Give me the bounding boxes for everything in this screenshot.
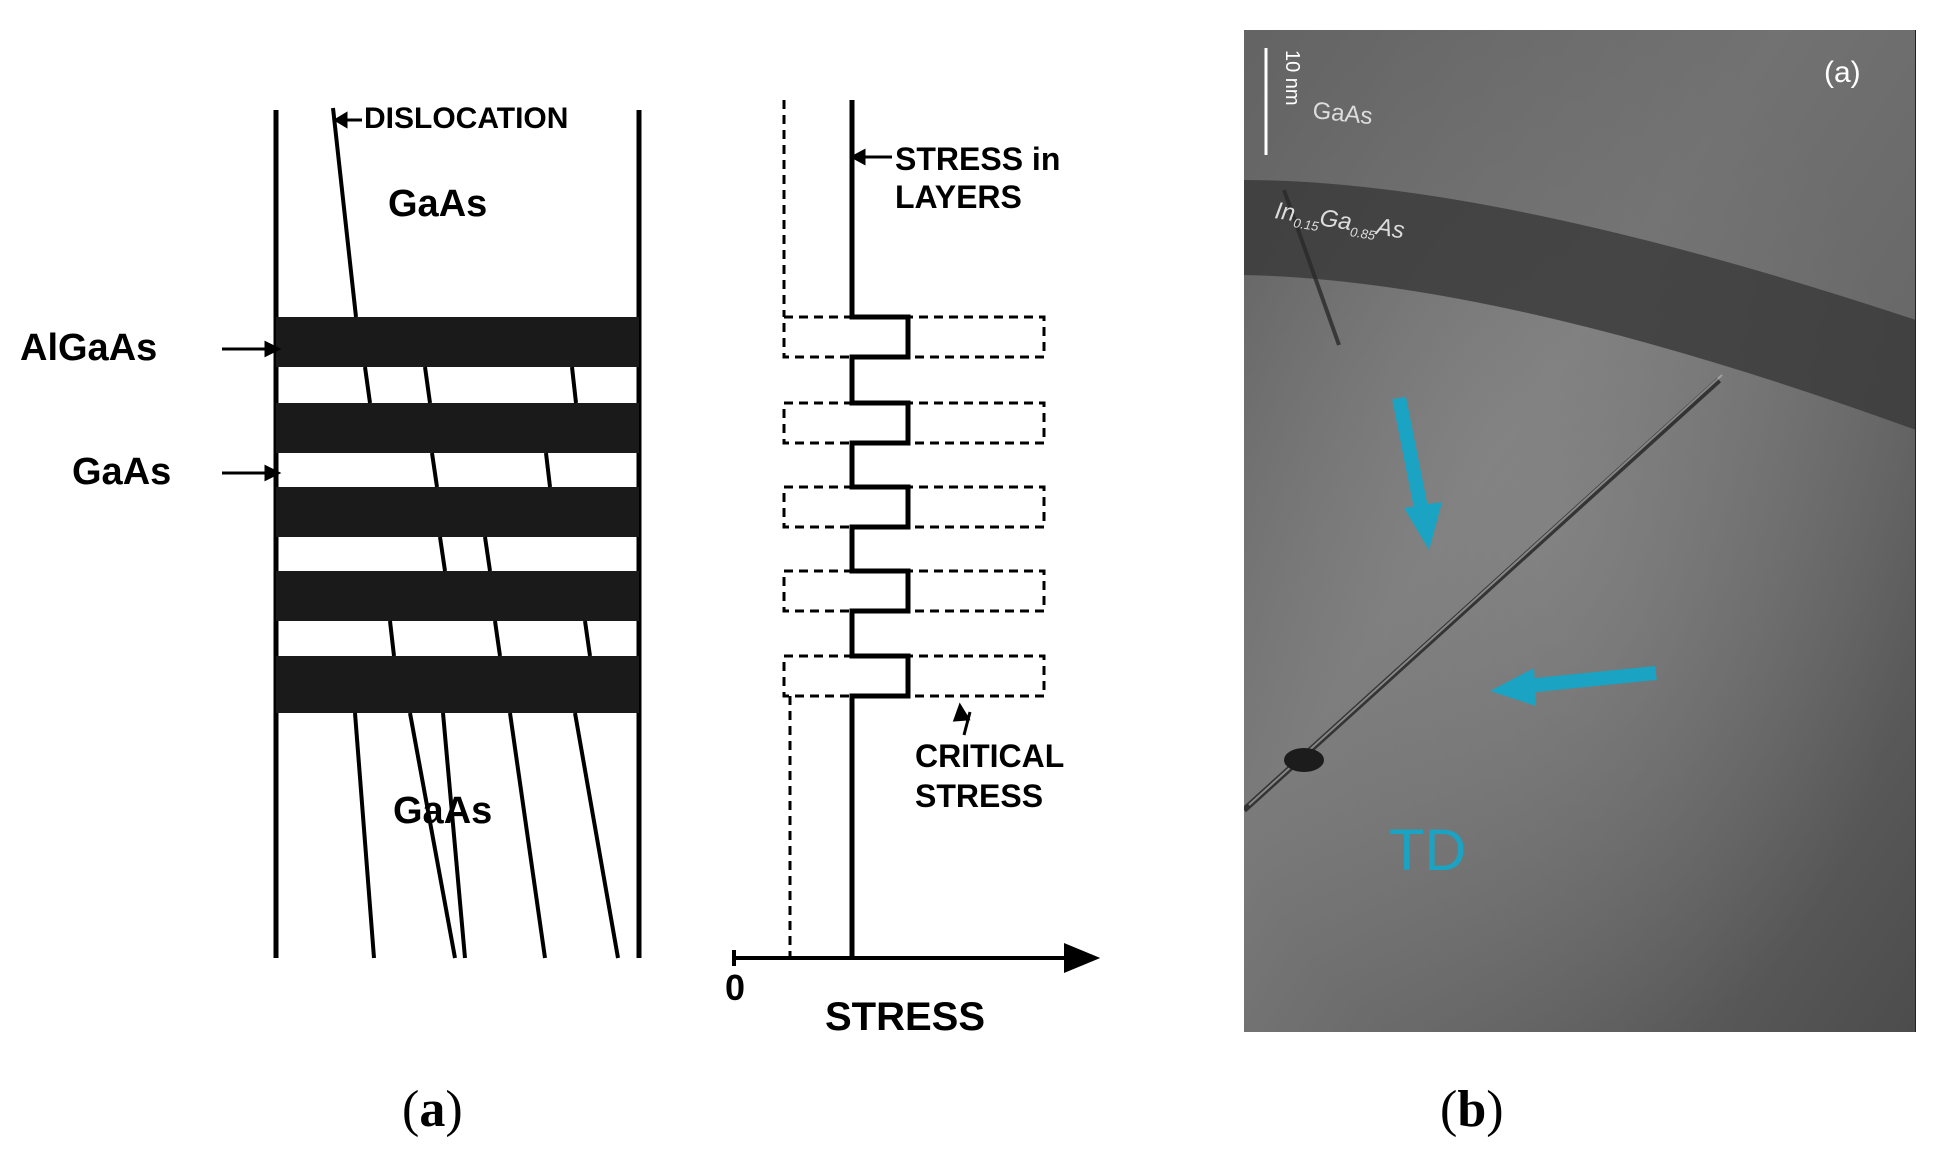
dislocation-seg bbox=[423, 366, 432, 404]
stress-layers-label-2: LAYERS bbox=[895, 179, 1022, 215]
dislocation-seg bbox=[544, 452, 552, 488]
inset-tag: (a) bbox=[1824, 56, 1861, 89]
dislocation-seg bbox=[363, 366, 372, 404]
algaas-layer-2 bbox=[276, 403, 639, 453]
panel-a-diagram: DISLOCATION GaAs AlGaAs GaAs GaAs STRESS… bbox=[20, 100, 1101, 1039]
dislocation-seg bbox=[583, 620, 592, 657]
stress-layers-label-1: STRESS in bbox=[895, 141, 1060, 177]
dislocation-streak-short bbox=[1282, 189, 1341, 346]
gaas-label: GaAs bbox=[1311, 97, 1374, 130]
dislocation-bottom bbox=[408, 712, 457, 959]
arrow-left-icon bbox=[1490, 666, 1657, 706]
dislocation-seg bbox=[388, 620, 396, 657]
algaas-layer-3 bbox=[276, 487, 639, 537]
stress-in-layers-line bbox=[849, 100, 911, 958]
stress-axis bbox=[732, 943, 1101, 973]
ingaas-label: In0.15Ga0.85As bbox=[1273, 197, 1407, 247]
critical-stress-profile bbox=[782, 100, 1046, 958]
dislocation-seg bbox=[570, 366, 578, 404]
dislocation-seg bbox=[430, 452, 439, 488]
arrow-down-icon bbox=[1392, 396, 1442, 550]
algaas-layer-5 bbox=[276, 656, 639, 713]
algaas-layers bbox=[276, 317, 639, 713]
dislocation-seg bbox=[438, 536, 447, 572]
td-label: TD bbox=[1389, 818, 1466, 883]
dislocation-bottom bbox=[353, 712, 376, 959]
dislocation-top bbox=[331, 107, 358, 318]
ingaas-band bbox=[1244, 180, 1916, 430]
dislocation-bottom bbox=[508, 712, 547, 959]
label-pointers bbox=[222, 111, 362, 482]
algaas-label: AlGaAs bbox=[20, 327, 157, 369]
gaas-bottom-label: GaAs bbox=[393, 790, 492, 832]
dislocation-lines bbox=[331, 107, 620, 959]
caption-a-letter: a bbox=[419, 1081, 446, 1138]
caption-b: (b) bbox=[1440, 1081, 1504, 1138]
dislocation-seg bbox=[483, 536, 492, 572]
dislocation-bottom bbox=[573, 712, 620, 959]
algaas-layer-4 bbox=[276, 571, 639, 621]
dislocation-label: DISLOCATION bbox=[364, 102, 568, 135]
stress-pointers bbox=[849, 148, 972, 736]
dislocation-seg bbox=[493, 620, 502, 657]
axis-stress-label: STRESS bbox=[825, 995, 985, 1039]
caption-b-letter: b bbox=[1457, 1081, 1487, 1138]
panel-b-micrograph: 10 nm (a) GaAs In0.15Ga0.85As TD bbox=[1244, 30, 1916, 1032]
algaas-layer-1 bbox=[276, 317, 639, 367]
gaas-top-label: GaAs bbox=[388, 183, 487, 225]
gaas-side-label: GaAs bbox=[72, 451, 171, 493]
critical-stress-label-1: CRITICAL bbox=[915, 738, 1064, 774]
scale-bar-label: 10 nm bbox=[1281, 50, 1303, 106]
dislocation-bottom bbox=[441, 712, 467, 959]
critical-stress-label-2: STRESS bbox=[915, 778, 1043, 814]
axis-zero-label: 0 bbox=[725, 967, 745, 1008]
caption-a: (a) bbox=[402, 1081, 463, 1138]
dislocation-core bbox=[1284, 748, 1324, 772]
